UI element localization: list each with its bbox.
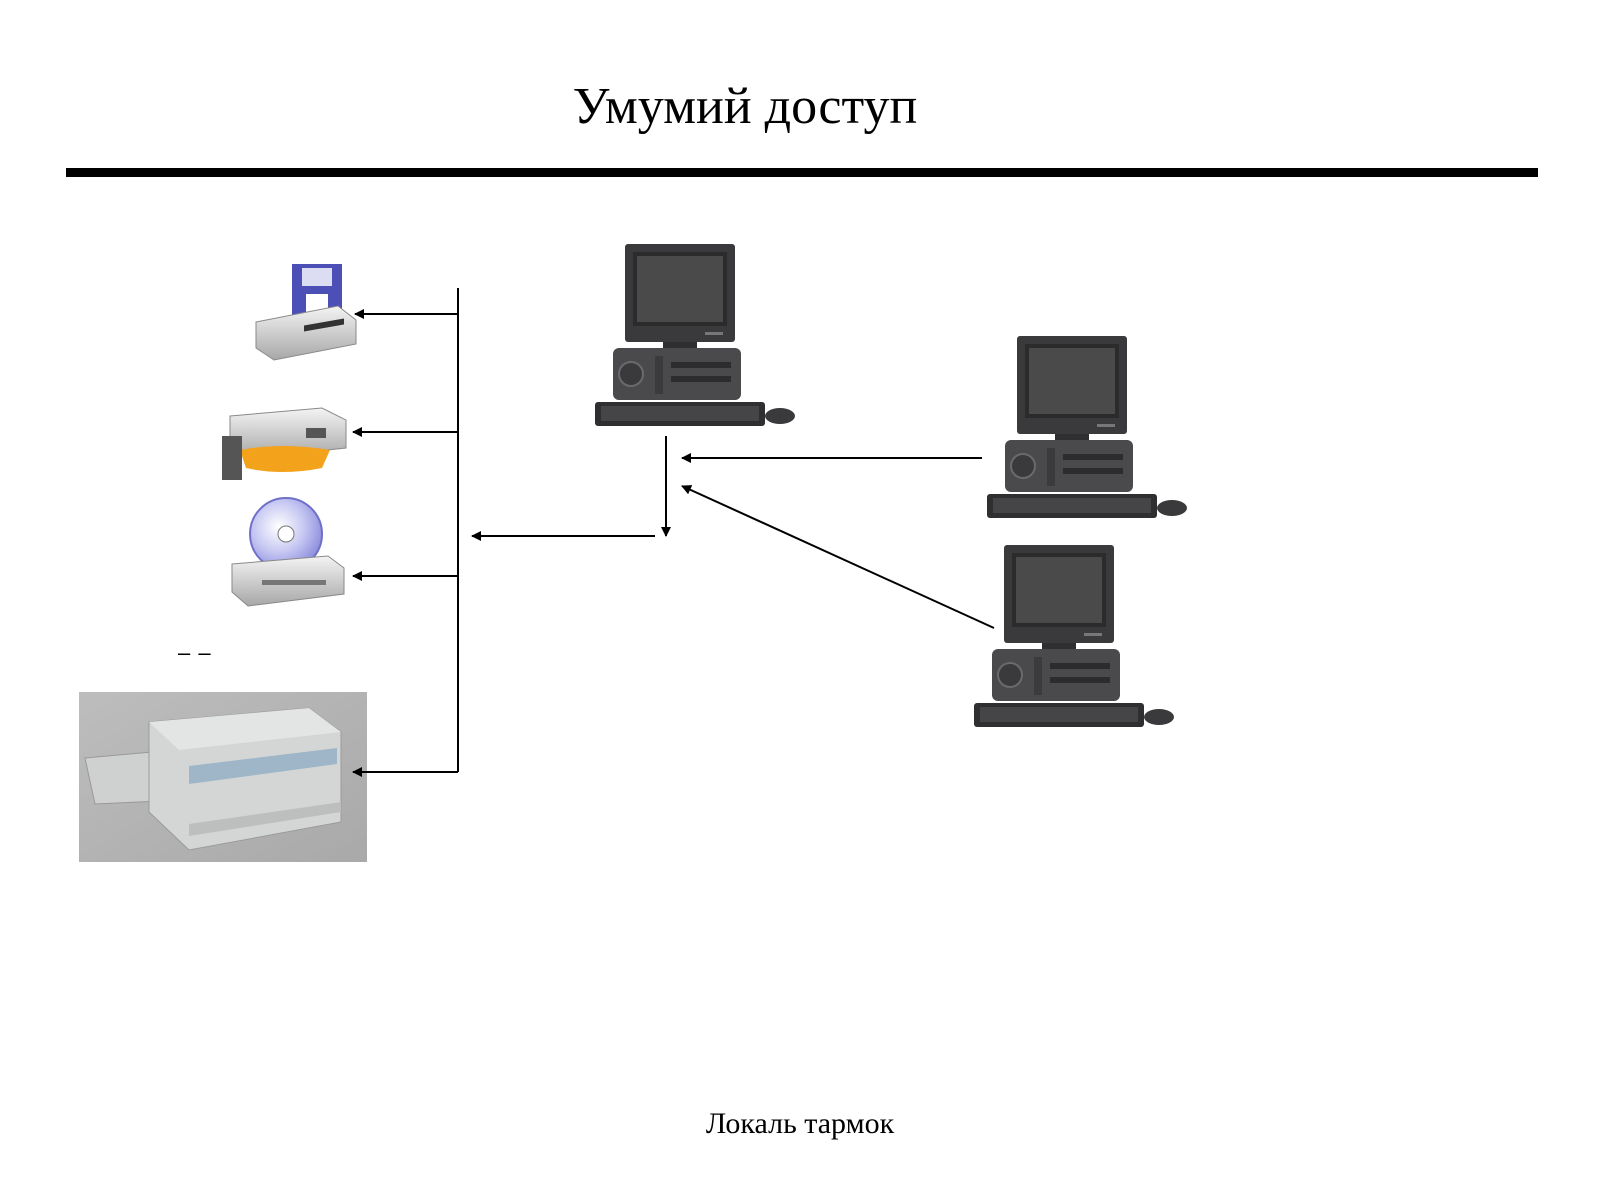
floppy-drive-icon (255, 264, 357, 361)
footer-caption: Локаль тармок (705, 1107, 895, 1140)
removable-drive-icon (222, 407, 347, 480)
printer-icon (79, 692, 367, 862)
title-rule (66, 168, 1538, 177)
arrow-from-right-bottom (681, 485, 995, 629)
dash-mark: – – (178, 640, 212, 665)
computer-center (594, 243, 796, 427)
slide-title: Умумий доступ (572, 78, 918, 135)
cd-drive-icon (231, 497, 345, 607)
computer-right-top (986, 335, 1188, 519)
computer-right-bottom (973, 544, 1175, 728)
